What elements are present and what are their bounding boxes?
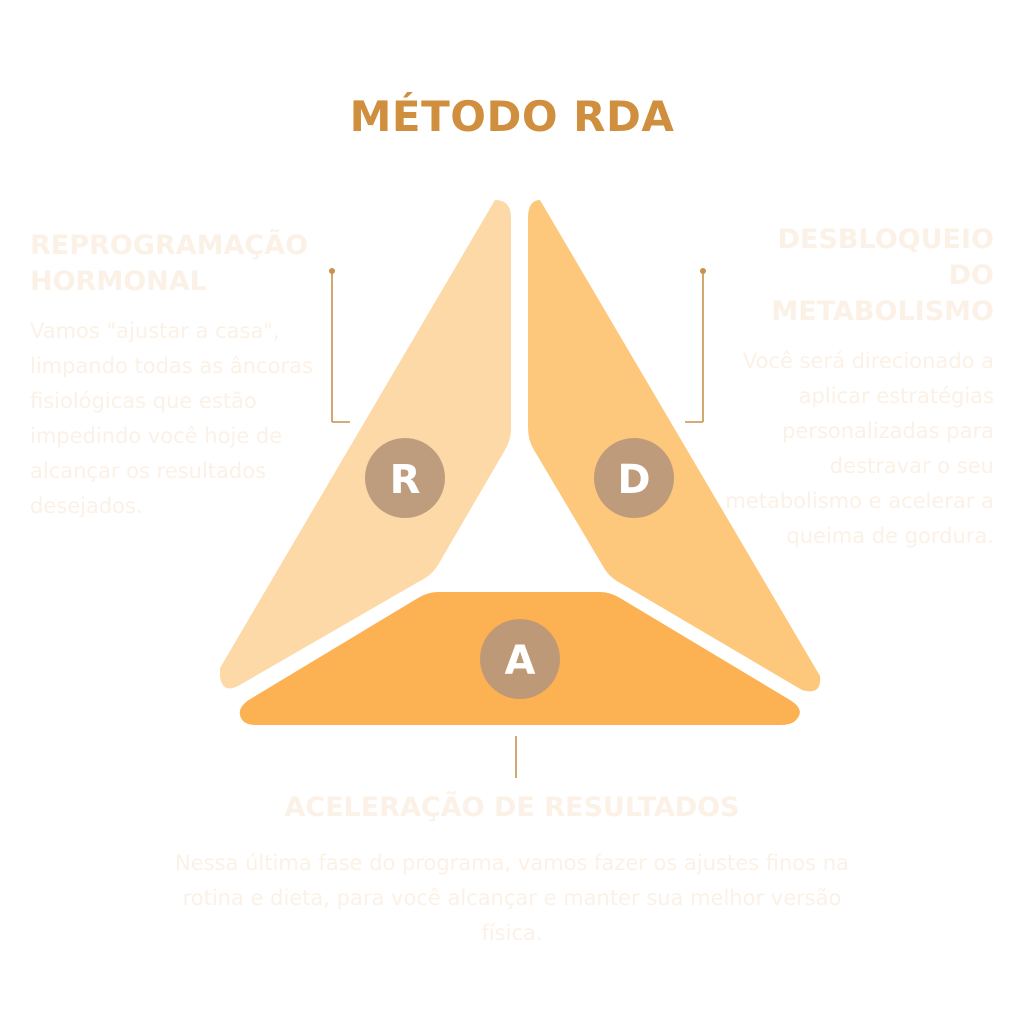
segment-d xyxy=(528,200,821,692)
description-a: ACELERAÇÃO DE RESULTADOS Nessa última fa… xyxy=(170,790,854,951)
body-r: Vamos "ajustar a casa", limpando todas a… xyxy=(30,319,313,518)
description-r: REPROGRAMAÇÃO HORMONAL Vamos "ajustar a … xyxy=(30,228,320,524)
badge-d-letter: D xyxy=(617,457,650,503)
badge-r-letter: R xyxy=(390,457,421,503)
page-title: MÉTODO RDA xyxy=(349,92,675,141)
heading-r: REPROGRAMAÇÃO HORMONAL xyxy=(30,230,309,297)
connector-d-dot xyxy=(700,268,706,274)
connector-r-dot xyxy=(329,268,335,274)
badge-a: A xyxy=(480,619,560,699)
connector-d xyxy=(685,271,704,423)
badge-r: R xyxy=(365,438,445,518)
segment-r xyxy=(220,200,511,689)
badge-d: D xyxy=(594,438,674,518)
heading-d: DESBLOQUEIO DO METABOLISMO xyxy=(771,224,994,327)
description-d: DESBLOQUEIO DO METABOLISMO Você será dir… xyxy=(724,222,994,554)
body-a: Nessa última fase do programa, vamos faz… xyxy=(175,851,849,945)
connector-r xyxy=(331,271,350,423)
badge-a-letter: A xyxy=(505,638,536,684)
body-d: Você será direcionado a aplicar estratég… xyxy=(725,349,994,548)
heading-a: ACELERAÇÃO DE RESULTADOS xyxy=(284,792,740,823)
